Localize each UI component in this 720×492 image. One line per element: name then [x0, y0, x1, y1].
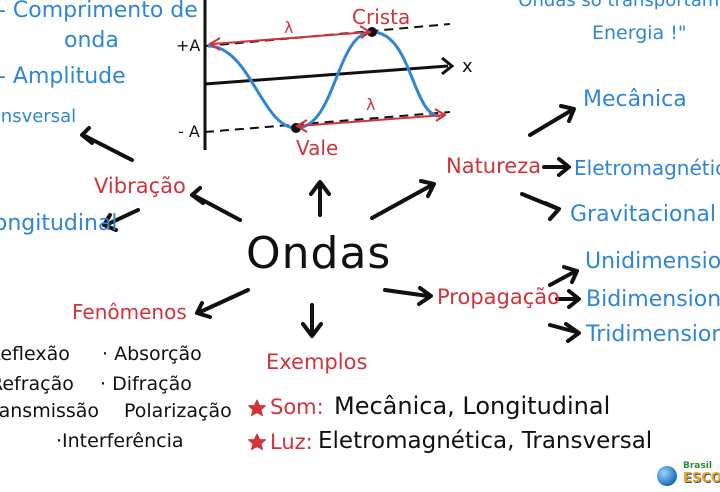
vibracao-label: Vibração [94, 174, 186, 198]
wavelength-bottom-arrowhead-right [434, 108, 447, 122]
arrow-to-propagacao [383, 286, 433, 306]
globe-icon [657, 466, 677, 486]
natureza-item-mecanica: Mecânica [583, 87, 687, 112]
arrow-to-fenomenos [195, 288, 250, 319]
minus-a-label: - A [178, 122, 200, 141]
fenomeno-refracao: Refração [0, 373, 74, 395]
minus-a-dashed-line [204, 111, 451, 133]
wavelength-bottom-line [297, 114, 446, 127]
fenomeno-difracao: · Difração [100, 373, 192, 395]
x-axis-label: x [462, 56, 473, 77]
lambda-top-label: λ [284, 18, 294, 37]
logo-small-text: Brasil [683, 461, 712, 471]
fenomenos-label: Fenômenos [72, 300, 187, 324]
natureza-item-eletromagnetica: Eletromagnética [574, 156, 720, 180]
crest-label: Crista [352, 5, 411, 29]
center-topic: Ondas [246, 228, 392, 279]
vibracao-longitudinal: Longitudinal [0, 211, 118, 236]
star-icon-som [248, 399, 266, 417]
arrow-natureza-gravitacional [520, 192, 561, 221]
arrow-to-exemplos [301, 303, 323, 338]
quote-line2: Energia !" [592, 22, 687, 44]
exemplos-label: Exemplos [266, 350, 368, 374]
graph-x-axis-arrowhead [441, 56, 455, 76]
arrow-vibracao-longitudinal [102, 208, 140, 232]
natureza-label: Natureza [446, 154, 542, 178]
arrow-to-natureza [370, 179, 436, 220]
arrow-to-vibracao [190, 186, 242, 222]
arrow-propagacao-bidimensional [555, 289, 581, 309]
arrow-propagacao-unidimensional [548, 265, 579, 287]
amplitude-label: - Amplitude [0, 64, 126, 89]
lambda-bottom-label: λ [366, 95, 376, 114]
fenomeno-interferencia: ·Interferência [56, 430, 184, 452]
wavelength-top-line [211, 31, 371, 45]
fenomeno-transmissao: Transmissão [0, 400, 100, 422]
propagacao-item-bidimensional: Bidimensional [586, 287, 720, 312]
wavelength-bottom-arrowhead-left [295, 119, 308, 133]
arrow-natureza-eletromagnetica [542, 157, 571, 177]
exemplo-luz-desc: Eletromagnética, Transversal [318, 428, 653, 454]
fenomeno-reflexao: Reflexão [0, 343, 70, 365]
natureza-item-gravitacional: Gravitacional [570, 202, 717, 227]
arrow-to-graph [309, 180, 331, 217]
wavelength-top-arrowhead-left [208, 37, 221, 51]
propagacao-item-tridimensional: Tridimensional [586, 322, 720, 347]
comprimento-de-onda-line1: - Comprimento de [0, 0, 198, 23]
arrow-propagacao-tridimensional [548, 322, 581, 343]
trough-label: Vale [296, 136, 339, 160]
exemplo-luz-name: Luz: [270, 430, 313, 454]
wave-graph [203, 0, 455, 150]
plus-a-label: +A [176, 36, 201, 55]
crest-dot [367, 27, 377, 37]
arrow-natureza-mecanica [528, 104, 576, 137]
quote-line1: "Ondas só transportam [510, 0, 720, 11]
exemplo-som-name: Som: [270, 395, 324, 419]
fenomeno-absorcao: · Absorção [102, 343, 202, 365]
exemplo-som-desc: Mecânica, Longitudinal [334, 392, 611, 420]
comprimento-de-onda-line2: onda [64, 28, 119, 53]
logo-big-text: ESCOLA [683, 471, 720, 486]
fenomeno-polarizacao: Polarização [124, 400, 232, 422]
wavelength-top-arrowhead-right [359, 25, 372, 39]
propagacao-item-unidimensional: Unidimensional [585, 249, 720, 274]
vibracao-transversal: Transversal [0, 106, 77, 127]
arrow-vibracao-transversal [80, 126, 134, 162]
star-icon-luz [248, 433, 266, 451]
wave-curve [207, 30, 441, 130]
propagacao-label: Propagação [437, 285, 560, 309]
brasil-escola-logo: Brasil ESCOLA [655, 458, 720, 492]
